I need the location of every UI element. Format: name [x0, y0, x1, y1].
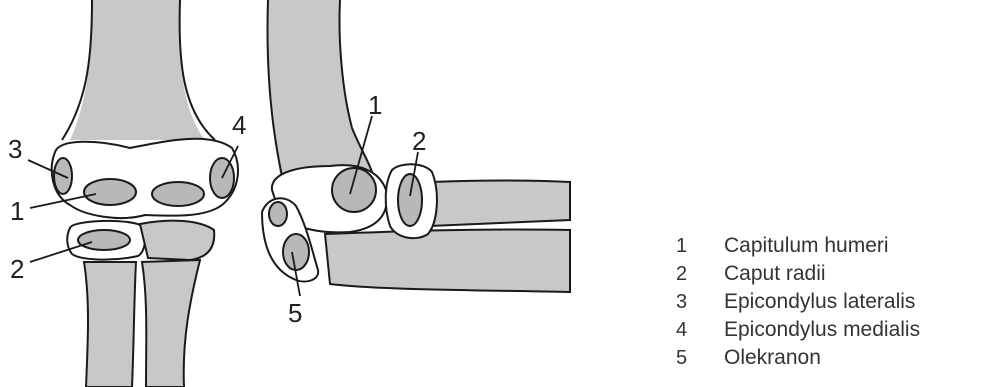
callout-4-left: 4 — [232, 110, 246, 140]
humerus-shaft — [70, 0, 205, 140]
olekranon — [283, 234, 309, 270]
legend-label: Epicondylus medialis — [724, 318, 920, 342]
frontal-view — [52, 0, 238, 387]
legend-number: 5 — [676, 347, 724, 370]
humerus-shaft-lateral — [268, 0, 372, 176]
forearm-shaft — [325, 229, 570, 292]
legend-item: 5 Olekranon — [676, 344, 920, 372]
trochlea — [152, 182, 204, 206]
ulna-shaft — [142, 260, 200, 387]
legend-number: 4 — [676, 319, 724, 342]
legend-item: 2 Caput radii — [676, 260, 920, 288]
ulna-proximal — [140, 221, 214, 260]
radius-shaft — [84, 262, 136, 387]
capitulum-humeri-lateral — [332, 168, 376, 212]
legend-label: Epicondylus lateralis — [724, 290, 915, 314]
callout-2-left: 2 — [10, 254, 24, 284]
callout-2-right: 2 — [412, 126, 426, 156]
callout-3-left: 3 — [8, 134, 22, 164]
legend-item: 4 Epicondylus medialis — [676, 316, 920, 344]
callout-1-left: 1 — [10, 196, 24, 226]
legend-number: 2 — [676, 263, 724, 286]
radius-shaft-lateral — [430, 181, 570, 227]
legend-item: 1 Capitulum humeri — [676, 232, 920, 260]
legend-label: Capitulum humeri — [724, 234, 889, 258]
callout-5-right: 5 — [288, 298, 302, 328]
legend-number: 3 — [676, 291, 724, 314]
legend: 1 Capitulum humeri 2 Caput radii 3 Epico… — [676, 232, 920, 372]
callout-1-right: 1 — [368, 90, 382, 120]
legend-number: 1 — [676, 235, 724, 258]
legend-label: Olekranon — [724, 346, 821, 370]
legend-label: Caput radii — [724, 262, 826, 286]
legend-item: 3 Epicondylus lateralis — [676, 288, 920, 316]
capitulum-humeri — [84, 179, 136, 205]
